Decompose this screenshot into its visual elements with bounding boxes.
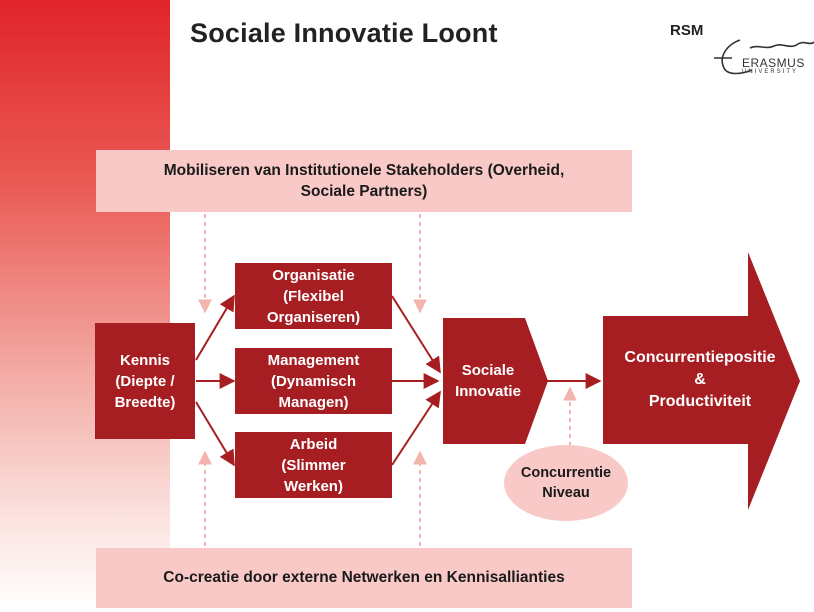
arrow-arbeid-sociale bbox=[391, 390, 441, 466]
node-kennis: Kennis (Diepte / Breedte) bbox=[95, 323, 195, 439]
concurrentie-niveau-ellipse bbox=[504, 445, 628, 521]
node-management: Management (Dynamisch Managen) bbox=[235, 348, 392, 414]
red-gradient-bar bbox=[0, 0, 170, 612]
node-concurrentie-niveau-label: Concurrentie Niveau bbox=[520, 465, 612, 501]
node-arbeid: Arbeid (Slimmer Werken) bbox=[235, 432, 392, 498]
node-sociale-innovatie-label: Sociale Innovatie bbox=[455, 362, 521, 400]
logo-university-text: UNIVERSITY bbox=[742, 69, 799, 75]
arrow-kennis-arbeid bbox=[195, 401, 235, 467]
arrow-kennis-org bbox=[195, 294, 235, 361]
node-concurrentiepositie-label: Concurrentiepositie & Productiviteit bbox=[624, 349, 776, 410]
sociale-innovatie-shape bbox=[443, 318, 548, 444]
node-organisatie: Organisatie (Flexibel Organiseren) bbox=[235, 263, 392, 329]
banner-institutionele-stakeholders: Mobiliseren van Institutionele Stakehold… bbox=[96, 150, 632, 212]
logo-erasmus-text: ERASMUS bbox=[742, 56, 805, 70]
concurrentiepositie-arrow-shape bbox=[603, 252, 800, 510]
logo-signature-mark bbox=[714, 39, 814, 75]
rsm-erasmus-logo: RSM ERASMUS UNIVERSITY bbox=[662, 18, 814, 88]
slide-title: Sociale Innovatie Loont bbox=[190, 18, 498, 48]
logo-rsm-text: RSM bbox=[670, 22, 704, 39]
arrow-org-sociale bbox=[391, 295, 441, 374]
banner-co-creatie: Co-creatie door externe Netwerken en Ken… bbox=[96, 548, 632, 608]
